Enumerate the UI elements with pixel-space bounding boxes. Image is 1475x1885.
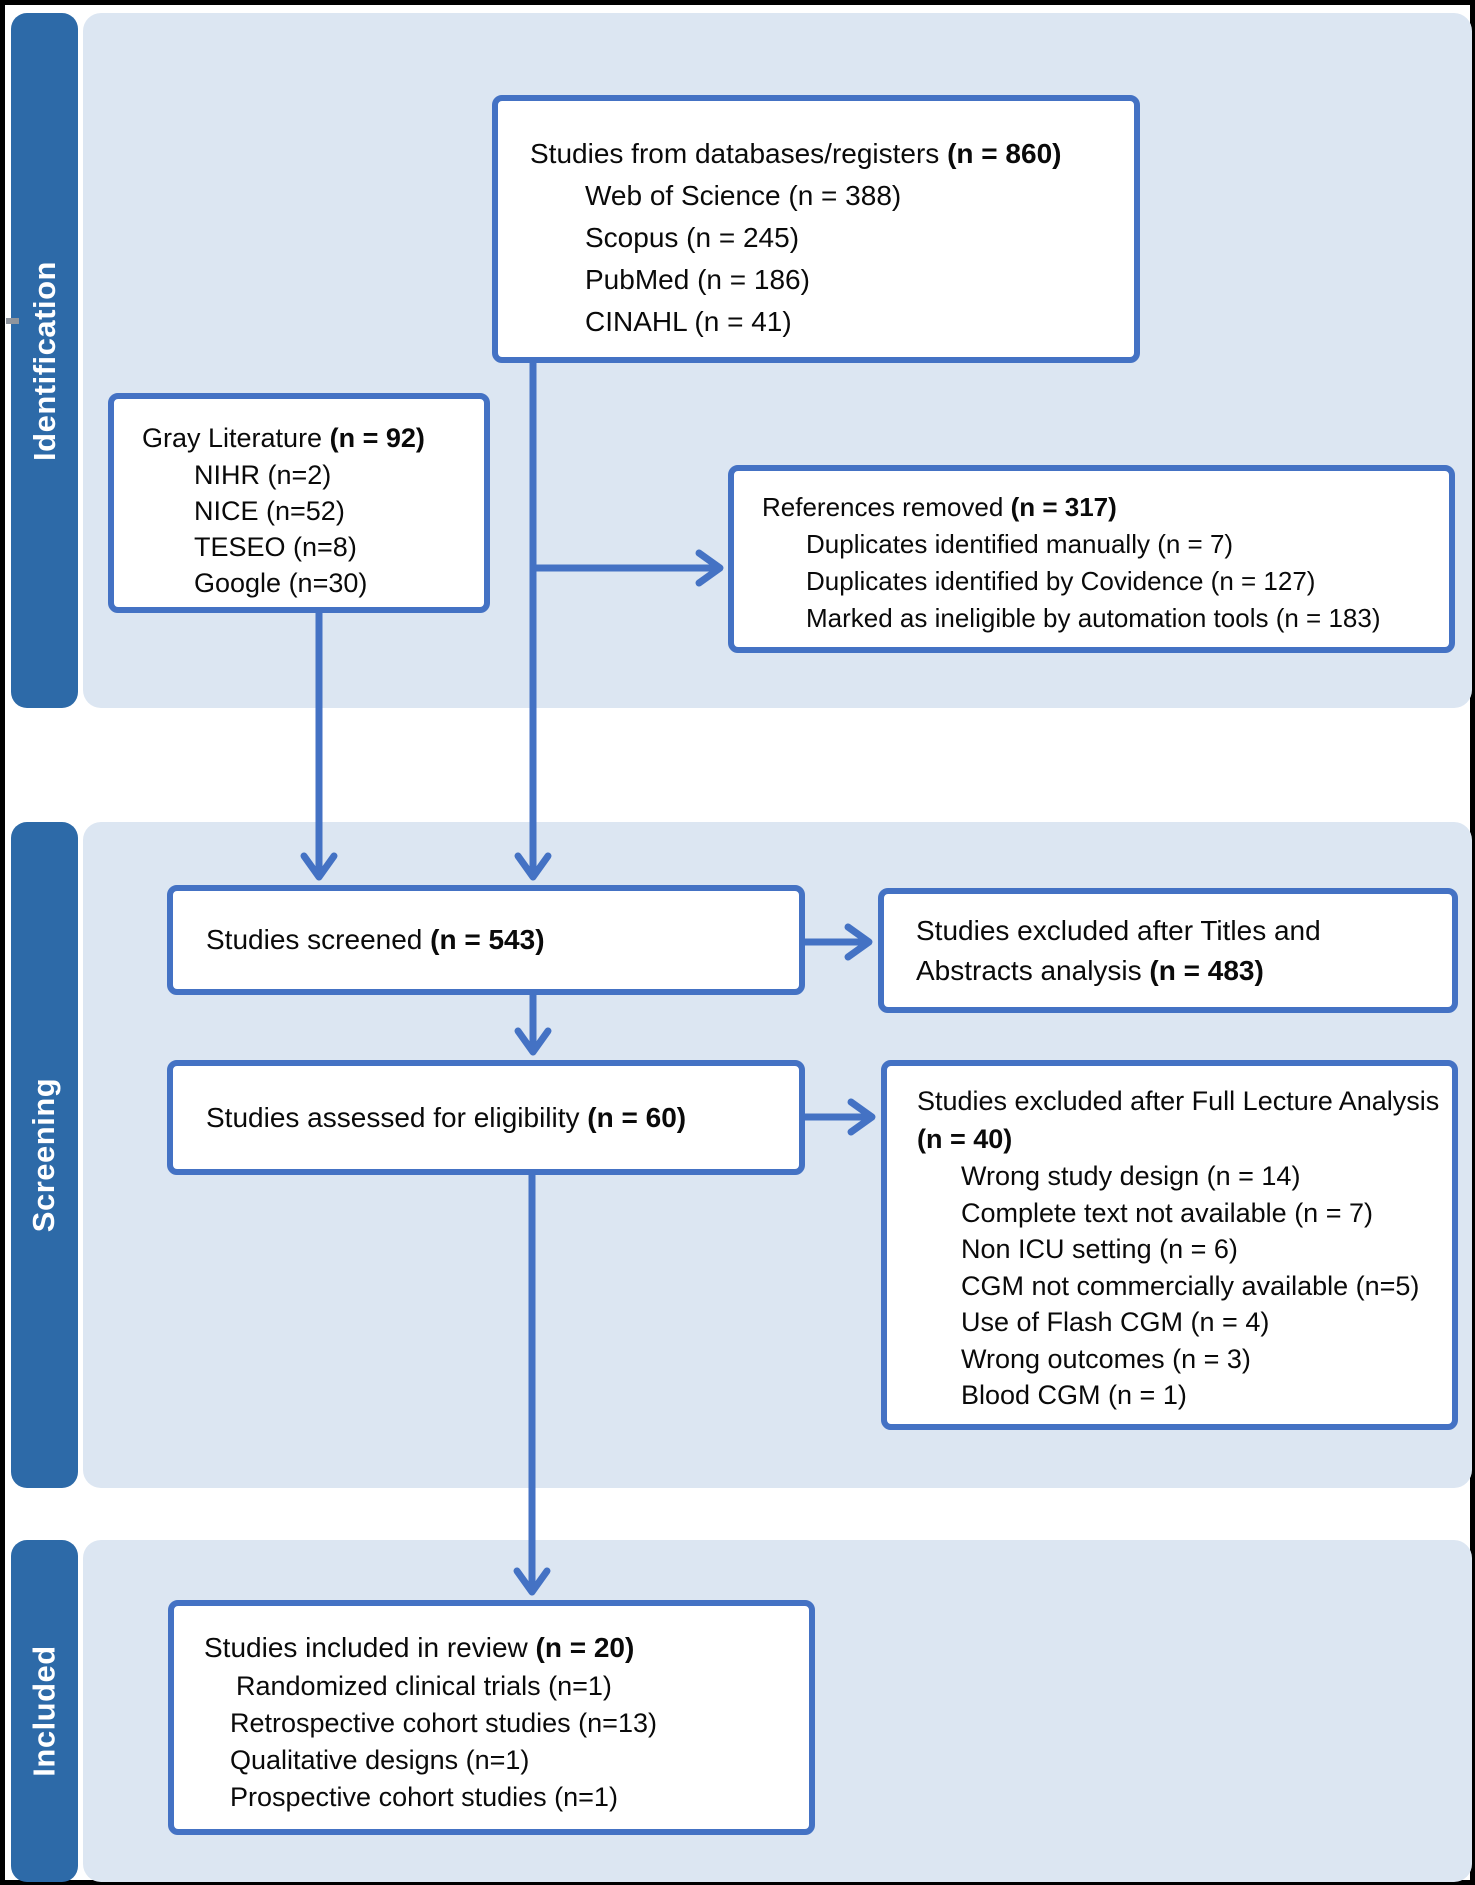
excluded-full-lecture-item: CGM not commercially available (n=5) <box>961 1270 1420 1301</box>
included-bar: Included <box>11 1540 78 1882</box>
gray-literature-item: Google (n=30) <box>194 568 368 598</box>
included-review-box: Studies included in review (n = 20) Rand… <box>168 1600 815 1835</box>
included-review-item: Prospective cohort studies (n=1) <box>230 1782 618 1812</box>
excluded-full-lecture-item: Wrong study design (n = 14) <box>961 1161 1301 1191</box>
excluded-titles-abstracts-box: Studies excluded after Titles and Abstra… <box>878 888 1458 1013</box>
references-removed-box: References removed (n = 317) Duplicates … <box>728 465 1455 653</box>
identification-bar: Identification <box>11 13 78 708</box>
included-label: Included <box>26 1645 62 1777</box>
studies-assessed-box: Studies assessed for eligibility (n = 60… <box>167 1060 805 1175</box>
studies-assessed-title: Studies assessed for eligibility (n = 60… <box>206 1101 687 1133</box>
databases-item: CINAHL (n = 41) <box>585 306 792 337</box>
screening-bar: Screening <box>11 822 78 1488</box>
references-removed-box-title: References removed (n = 317) <box>762 492 1117 522</box>
references-removed-count: (n = 317) <box>1010 492 1117 522</box>
databases-item: PubMed (n = 186) <box>585 264 810 295</box>
studies-screened-box: Studies screened (n = 543) <box>167 885 805 995</box>
excluded-full-lecture-box: Studies excluded after Full Lecture Anal… <box>881 1060 1458 1430</box>
gray-literature-item: NICE (n=52) <box>194 496 345 526</box>
excluded-full-lecture-item: Blood CGM (n = 1) <box>961 1380 1187 1410</box>
excluded-full-lecture-count: (n = 40) <box>917 1124 1013 1154</box>
diagram-canvas: Identification Screening Included <box>5 5 1472 1882</box>
included-review-count: (n = 20) <box>535 1632 635 1663</box>
gray-literature-item: NIHR (n=2) <box>194 460 332 490</box>
identification-label: Identification <box>26 260 62 461</box>
databases-box-title: Studies from databases/registers (n = 86… <box>530 138 1062 169</box>
excluded-full-lecture-item: Wrong outcomes (n = 3) <box>961 1343 1251 1374</box>
references-removed-item: Duplicates identified manually (n = 7) <box>806 529 1234 559</box>
studies-assessed-count: (n = 60) <box>587 1101 687 1133</box>
excluded-full-lecture-item: Complete text not available (n = 7) <box>961 1197 1373 1228</box>
included-review-item: Randomized clinical trials (n=1) <box>236 1671 612 1701</box>
databases-item: Web of Science (n = 388) <box>585 180 902 211</box>
gray-literature-box: Gray Literature (n = 92) NIHR (n=2) NICE… <box>108 393 490 613</box>
left-edge-dash <box>6 318 19 324</box>
references-removed-item: Marked as ineligible by automation tools… <box>806 603 1381 633</box>
studies-screened-count: (n = 543) <box>430 924 545 955</box>
excluded-full-lecture-title: Studies excluded after Full Lecture Anal… <box>917 1086 1440 1154</box>
databases-item: Scopus (n = 245) <box>585 222 800 253</box>
included-review-item: Retrospective cohort studies (n=13) <box>230 1708 657 1738</box>
references-removed-item: Duplicates identified by Covidence (n = … <box>806 566 1316 596</box>
screening-label: Screening <box>26 1077 62 1233</box>
included-review-title: Studies included in review (n = 20) <box>204 1632 635 1663</box>
excluded-full-lecture-item: Non ICU setting (n = 6) <box>961 1234 1238 1264</box>
databases-count: (n = 860) <box>947 138 1062 169</box>
excluded-titles-abstracts-count: (n = 483) <box>1149 954 1264 986</box>
databases-box: Studies from databases/registers (n = 86… <box>492 95 1140 363</box>
gray-literature-item: TESEO (n=8) <box>194 532 357 562</box>
excluded-full-lecture-item: Use of Flash CGM (n = 4) <box>961 1307 1270 1337</box>
gray-literature-box-title: Gray Literature (n = 92) <box>142 423 425 453</box>
gray-literature-count: (n = 92) <box>329 423 425 453</box>
excluded-titles-abstracts-title: Studies excluded after Titles and Abstra… <box>916 914 1321 986</box>
studies-screened-title: Studies screened (n = 543) <box>206 924 545 955</box>
included-review-item: Qualitative designs (n=1) <box>230 1745 530 1775</box>
